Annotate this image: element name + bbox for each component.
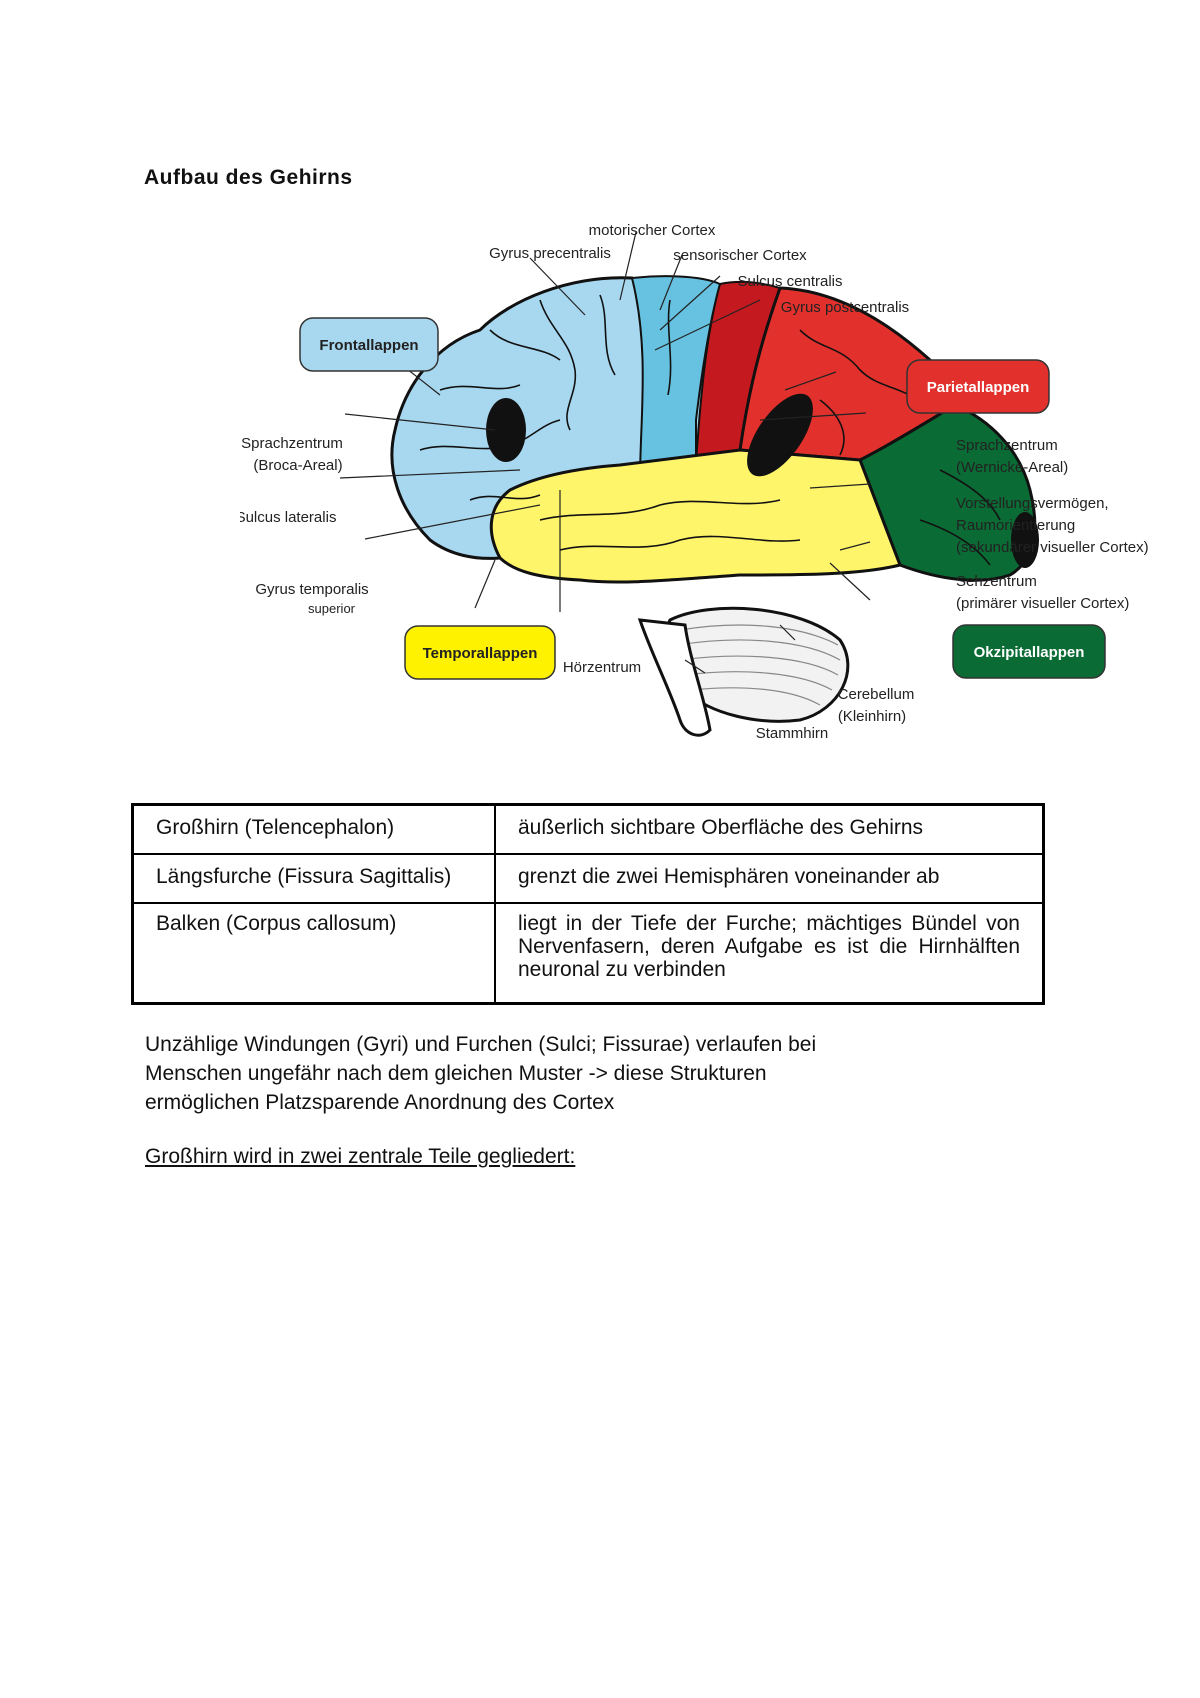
label-hoerzentrum: Hörzentrum: [563, 659, 641, 676]
paragraph-line: Unzählige Windungen (Gyri) und Furchen (…: [145, 1033, 817, 1056]
label-stammhirn: Stammhirn: [756, 725, 829, 742]
page-title: Aufbau des Gehirns: [144, 166, 353, 189]
label-vorstellung-3: (sekundärer visueller Cortex): [956, 539, 1149, 556]
wernicke-area-spot: [747, 393, 813, 477]
label-vorstellung-1: Vorstellungsvermögen,: [956, 495, 1109, 512]
frontal-lobe-label: Frontallappen: [299, 317, 439, 372]
label-gyrus-temporalis-2: superior: [308, 601, 356, 616]
label-wernicke-1: Sprachzentrum: [956, 437, 1058, 454]
definition-cell: liegt in der Tiefe der Furche; mächtiges…: [494, 902, 1045, 1005]
occipital-lobe-label: Okzipitallappen: [952, 624, 1106, 679]
label-broca-1: Sprachzentrum: [241, 435, 343, 452]
visual-cortex-spot: [1011, 512, 1039, 568]
svg-text:Parietallappen: Parietallappen: [927, 379, 1030, 396]
body-paragraph: Unzählige Windungen (Gyri) und Furchen (…: [145, 1030, 905, 1117]
svg-text:Temporallappen: Temporallappen: [423, 645, 538, 662]
brain-diagram: Frontallappen Parietallappen Temporallap…: [240, 220, 1160, 760]
paragraph-line: Menschen ungefähr nach dem gleichen Must…: [145, 1062, 767, 1085]
section-subheading: Großhirn wird in zwei zentrale Teile geg…: [145, 1145, 576, 1168]
definition-cell: grenzt die zwei Hemisphären voneinander …: [494, 853, 1045, 904]
temporal-lobe-region: [489, 448, 903, 584]
label-vorstellung-2: Raumorientierung: [956, 517, 1075, 534]
parietal-lobe-label: Parietallappen: [906, 359, 1050, 414]
label-gyrus-temporalis-1: Gyrus temporalis: [255, 581, 368, 598]
paragraph-line: ermöglichen Platzsparende Anordnung des …: [145, 1091, 615, 1114]
definitions-table: Großhirn (Telencephalon) äußerlich sicht…: [131, 803, 1045, 1005]
label-sulcus-centralis: Sulcus centralis: [737, 273, 842, 290]
label-cerebellum-1: Cerebellum: [838, 686, 915, 703]
term-cell: Balken (Corpus callosum): [131, 902, 496, 1005]
term-cell: Längsfurche (Fissura Sagittalis): [131, 853, 496, 904]
label-sulcus-lateralis: Sulcus lateralis: [240, 509, 336, 526]
table-row: Balken (Corpus callosum) liegt in der Ti…: [131, 902, 1045, 1005]
table-row: Längsfurche (Fissura Sagittalis) grenzt …: [131, 853, 1045, 904]
label-sehzentrum-2: (primärer visueller Cortex): [956, 595, 1129, 612]
label-gyrus-postcentralis: Gyrus postcentralis: [781, 299, 909, 316]
definition-cell: äußerlich sichtbare Oberfläche des Gehir…: [494, 803, 1045, 855]
term-cell: Großhirn (Telencephalon): [131, 803, 496, 855]
label-broca-2: (Broca-Areal): [253, 457, 342, 474]
occipital-lobe-region: [858, 403, 1037, 582]
label-gyrus-precentralis: Gyrus precentralis: [489, 245, 611, 262]
label-wernicke-2: (Wernicke-Areal): [956, 459, 1068, 476]
label-sensory-cortex: sensorischer Cortex: [673, 247, 807, 264]
temporal-lobe-label: Temporallappen: [404, 625, 556, 680]
broca-area-spot: [486, 398, 526, 462]
label-cerebellum-2: (Kleinhirn): [838, 708, 906, 725]
label-motor-cortex: motorischer Cortex: [589, 222, 716, 239]
svg-text:Frontallappen: Frontallappen: [319, 337, 418, 354]
svg-text:Okzipitallappen: Okzipitallappen: [974, 644, 1085, 661]
label-sehzentrum-1: Sehzentrum: [956, 573, 1037, 590]
table-row: Großhirn (Telencephalon) äußerlich sicht…: [131, 803, 1045, 855]
